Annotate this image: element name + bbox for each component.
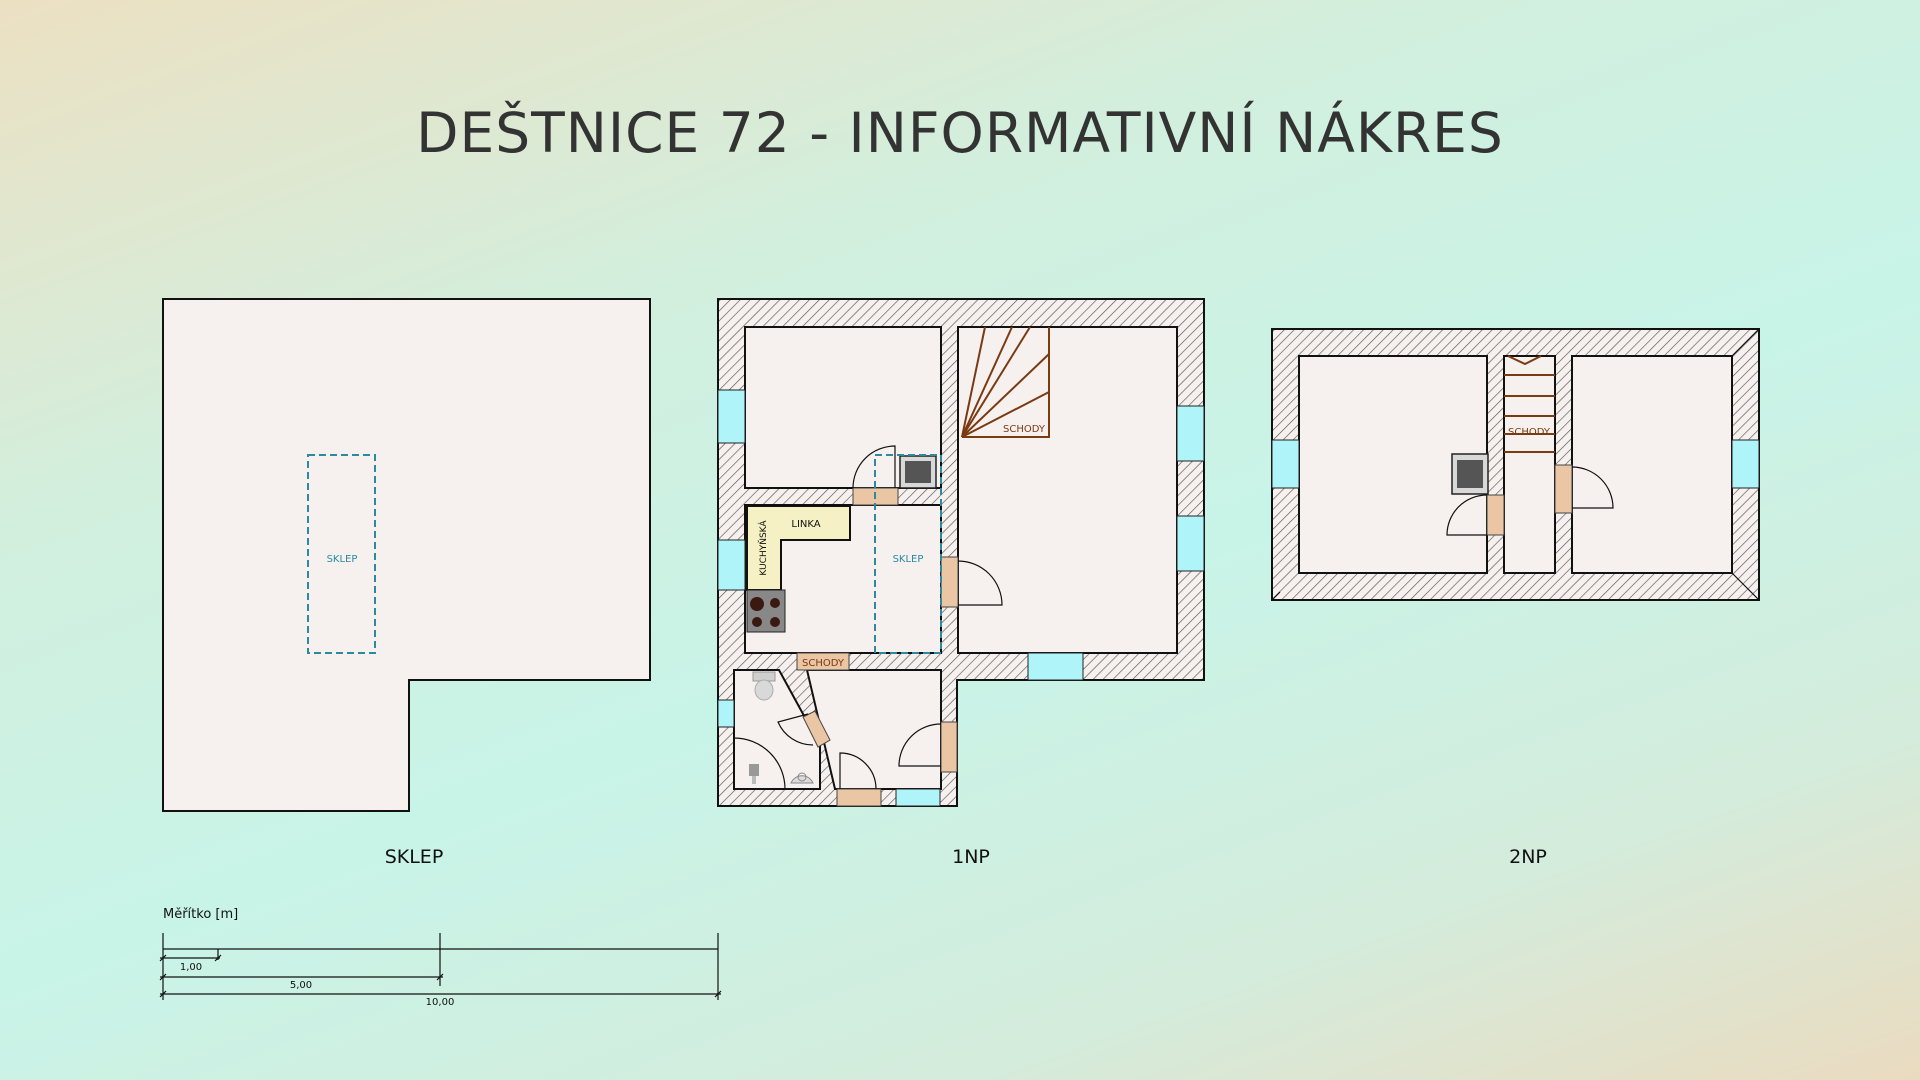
plan-1np: SCHODY SCHODY SKLEP LINKA KUCHYŇSKÁ bbox=[717, 298, 1205, 868]
np1-stairs-small bbox=[796, 652, 850, 671]
plan-label-1np: 1NP bbox=[952, 846, 990, 868]
np2-chimney-core bbox=[1457, 460, 1483, 488]
np1-door-swing bbox=[839, 752, 877, 790]
np1-room-large bbox=[957, 326, 1178, 654]
plan-sklep: SKLEP SKLEP bbox=[162, 298, 651, 868]
np1-door-swing bbox=[898, 723, 942, 767]
np1-stairs: SCHODY bbox=[961, 326, 1050, 438]
np1-door bbox=[940, 556, 959, 608]
np2-room-right bbox=[1571, 355, 1733, 574]
np1-cellar-area bbox=[874, 454, 942, 654]
np1-shower-icon bbox=[790, 772, 814, 784]
scale-dim-arrow bbox=[214, 954, 222, 962]
np1-window bbox=[717, 389, 746, 444]
scale-title: Měřítko [m] bbox=[163, 907, 238, 922]
np1-stove-burner bbox=[750, 597, 764, 611]
np1-window bbox=[717, 699, 735, 728]
scale-mark-1: 1,00 bbox=[180, 962, 202, 973]
np1-stove-burner bbox=[770, 617, 780, 627]
page-title: DEŠTNICE 72 - INFORMATIVNÍ NÁKRES bbox=[416, 100, 1504, 165]
np1-door bbox=[940, 721, 958, 773]
np1-chimney-core bbox=[905, 461, 931, 483]
np2-door bbox=[1554, 464, 1573, 514]
np1-sink-icon bbox=[749, 764, 759, 784]
np1-window bbox=[1176, 405, 1205, 462]
np1-stairs-label: SCHODY bbox=[1003, 424, 1046, 435]
scale-dim-arrow bbox=[436, 973, 444, 981]
np2-corner-line bbox=[1731, 572, 1760, 601]
sklep-cellar-label: SKLEP bbox=[327, 554, 358, 565]
np1-window bbox=[717, 539, 746, 591]
np1-toilet-icon bbox=[752, 671, 776, 701]
scale-mark-5: 5,00 bbox=[290, 980, 312, 991]
np1-stove-burner bbox=[752, 617, 762, 627]
scale-dim-arrow bbox=[714, 990, 722, 998]
np2-window bbox=[1271, 439, 1300, 489]
np2-stairs-label: SCHODY bbox=[1508, 427, 1551, 438]
scale-bar: Měřítko [m] 1,00 5,00 10,00 bbox=[159, 907, 722, 1008]
np2-door bbox=[1486, 494, 1505, 536]
scale-mark-10: 10,00 bbox=[426, 997, 455, 1008]
scale-dim-arrow bbox=[159, 954, 167, 962]
np1-window bbox=[1027, 652, 1084, 681]
plan-2np: SCHODY 2NP bbox=[1271, 328, 1760, 868]
np2-door-swing bbox=[1446, 494, 1488, 536]
np1-stairs-small-label: SCHODY bbox=[802, 658, 845, 669]
np1-stove-burner bbox=[770, 598, 780, 608]
np2-door-swing bbox=[1571, 466, 1614, 509]
np1-kitchen-label-horizontal: LINKA bbox=[791, 519, 820, 530]
scale-dim-arrow bbox=[159, 973, 167, 981]
sklep-cellar-area bbox=[307, 454, 376, 654]
np2-stair-corridor bbox=[1503, 355, 1556, 574]
np1-door-swing bbox=[957, 560, 1003, 606]
np1-door bbox=[802, 710, 831, 748]
plan-label-sklep: SKLEP bbox=[385, 846, 444, 868]
np1-door-swing bbox=[852, 445, 896, 489]
np1-cellar-label: SKLEP bbox=[893, 554, 924, 565]
np1-room-bath bbox=[733, 669, 821, 790]
np1-window bbox=[1176, 515, 1205, 572]
np2-corner-line bbox=[1731, 328, 1760, 357]
np2-stairs: SCHODY bbox=[1504, 355, 1555, 453]
np1-door-swing bbox=[733, 737, 786, 790]
sklep-outline bbox=[162, 298, 651, 812]
np1-stove bbox=[746, 589, 786, 633]
plan-label-2np: 2NP bbox=[1509, 846, 1547, 868]
np1-kitchen-label-vertical: KUCHYŇSKÁ bbox=[757, 520, 769, 576]
np2-corner-line bbox=[1271, 591, 1281, 601]
np1-door-swing bbox=[777, 713, 814, 746]
np1-window bbox=[895, 788, 941, 807]
scale-dim-arrow bbox=[159, 990, 167, 998]
np2-window bbox=[1731, 439, 1760, 489]
np1-door bbox=[836, 788, 882, 807]
